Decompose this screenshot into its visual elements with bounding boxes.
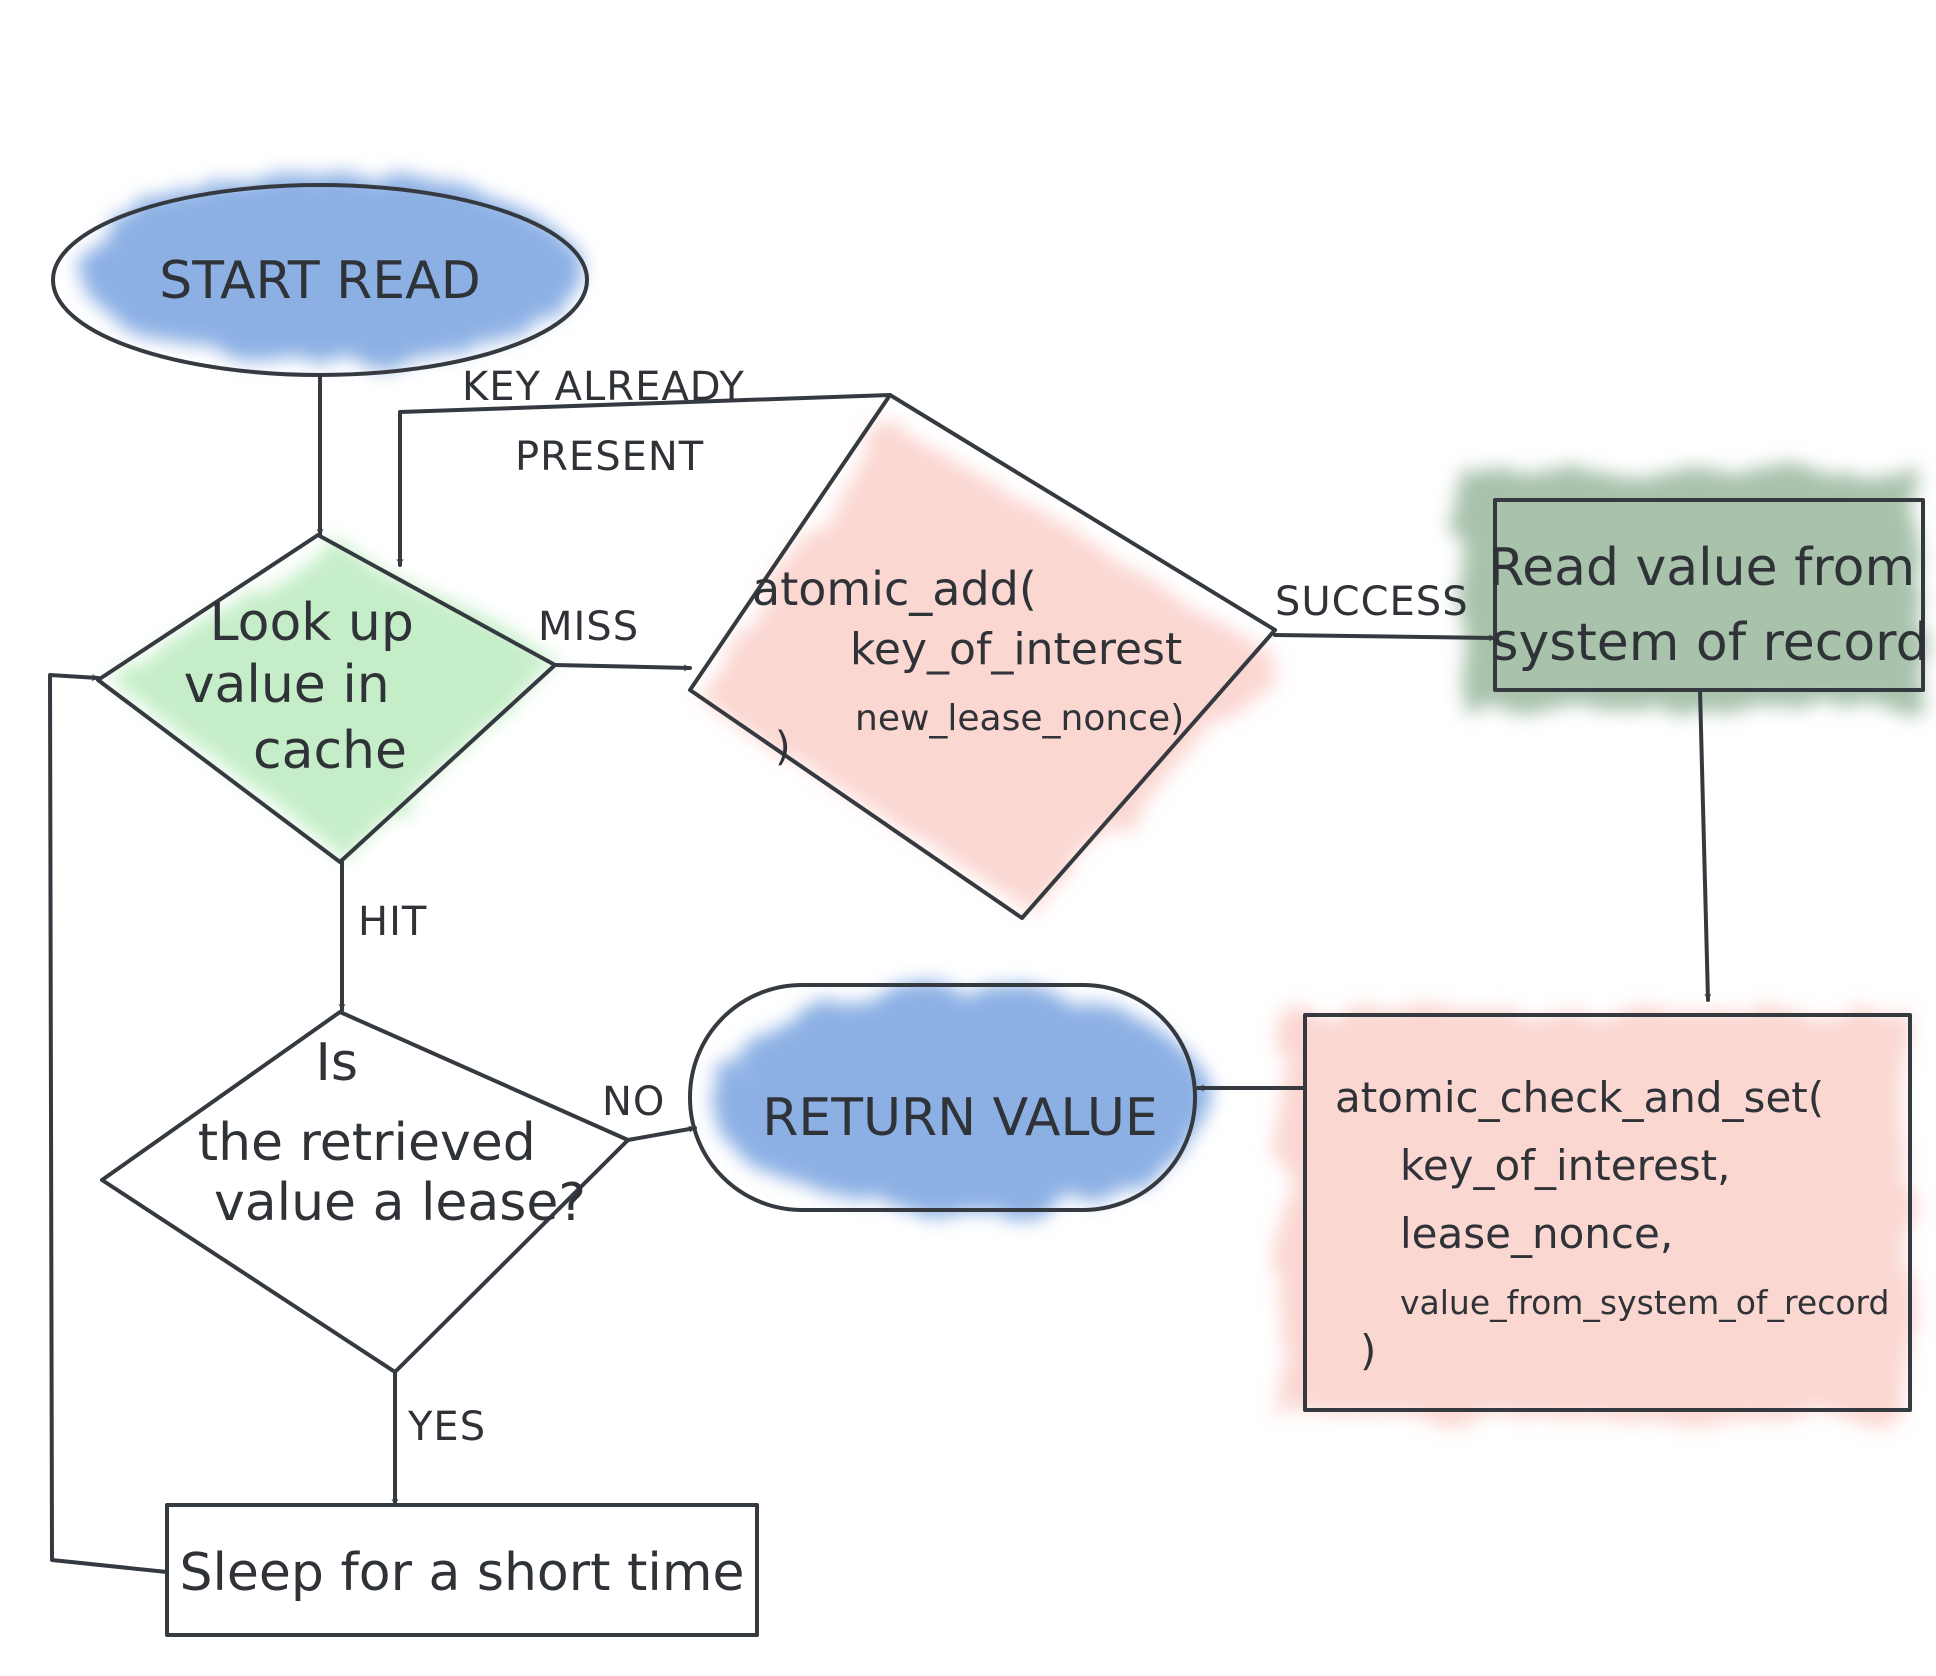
edge-miss [553, 663, 692, 672]
read-sor-line-1: Read value from [1488, 538, 1915, 598]
read-sor-line-2: system of record [1491, 613, 1928, 673]
check-and-set-line-4: value_from_system_of_record [1400, 1283, 1889, 1322]
read-sor-node [1493, 498, 1925, 692]
edge-read-to-cas [1698, 688, 1712, 1002]
start-read-wash [80, 175, 580, 365]
is-lease-label: Is the retrieved value a lease? [198, 1033, 586, 1233]
is-lease-line-2: the retrieved [198, 1113, 536, 1173]
lookup-label: Look up value in cache [184, 593, 431, 781]
is-lease-line-1: Is [316, 1033, 358, 1093]
edge-label-success: SUCCESS [1275, 579, 1469, 625]
sleep-label: Sleep for a short time [179, 1543, 744, 1603]
edge-label-key-line-2: PRESENT [515, 434, 704, 480]
lookup-line-2: value in [184, 655, 390, 715]
check-and-set-line-1: atomic_check_and_set( [1335, 1073, 1824, 1122]
edge-label-key-line-1: KEY ALREADY [462, 364, 745, 410]
node-labels: START READ Look up value in cache atomic… [159, 251, 1931, 1603]
check-and-set-line-3: lease_nonce, [1400, 1209, 1673, 1258]
edge-label-hit: HIT [358, 899, 427, 945]
atomic-add-line-3: new_lease_nonce) [855, 698, 1184, 739]
edge-key-present-loop [396, 393, 892, 567]
atomic-add-node [688, 393, 1277, 920]
lookup-wash [110, 540, 560, 855]
read-sor-wash [1460, 470, 1920, 710]
is-lease-line-3: value a lease? [214, 1173, 586, 1233]
start-read-label: START READ [159, 251, 481, 311]
edges [48, 373, 1712, 1574]
edge-no [626, 1125, 697, 1142]
lookup-line-1: Look up [210, 593, 414, 653]
return-value-wash [710, 985, 1210, 1215]
washes [80, 175, 1920, 1420]
check-and-set-wash [1280, 1010, 1910, 1420]
edge-sleep-loop [48, 673, 169, 1574]
edge-label-key-already-present: KEY ALREADY PRESENT [462, 364, 759, 480]
return-value-label: RETURN VALUE [762, 1088, 1157, 1148]
edge-label-miss: MISS [538, 604, 639, 650]
atomic-add-label: atomic_add( key_of_interest new_lease_no… [752, 562, 1198, 770]
edge-label-yes: YES [407, 1404, 486, 1450]
edge-success [1273, 633, 1497, 642]
read-sor-label: Read value from system of record [1488, 538, 1931, 673]
check-and-set-label: atomic_check_and_set( key_of_interest, l… [1335, 1073, 1903, 1375]
check-and-set-node [1303, 1013, 1912, 1412]
edge-label-no: NO [602, 1079, 665, 1125]
atomic-add-line-4: ) [775, 724, 791, 770]
atomic-add-line-2: key_of_interest [850, 624, 1182, 675]
lookup-line-3: cache [253, 721, 407, 781]
atomic-add-line-1: atomic_add( [752, 562, 1037, 616]
check-and-set-line-5: ) [1360, 1326, 1376, 1375]
edge-labels: KEY ALREADY PRESENT MISS SUCCESS HIT NO … [358, 364, 1469, 1450]
return-value-node [688, 983, 1197, 1212]
check-and-set-line-2: key_of_interest, [1400, 1141, 1730, 1190]
